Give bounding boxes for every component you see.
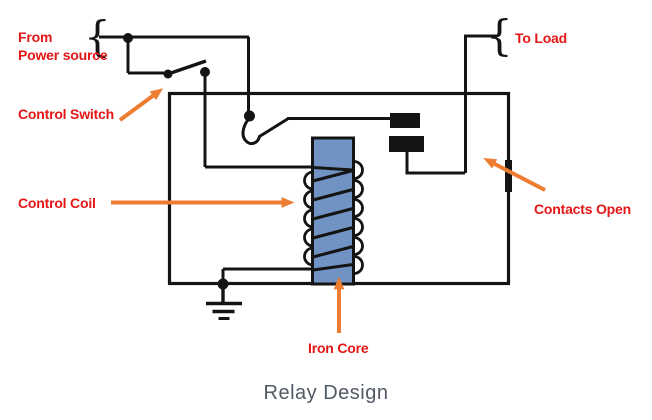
power-source-label-line2: Power source bbox=[18, 47, 108, 63]
control-coil-symbol bbox=[303, 136, 364, 286]
fixed-contacts bbox=[389, 113, 465, 175]
power-source-label: From Power source bbox=[18, 28, 108, 64]
power-source-label-line1: From bbox=[18, 29, 53, 45]
diagram-caption: Relay Design bbox=[263, 382, 389, 404]
armature bbox=[241, 37, 390, 145]
control-switch-symbol bbox=[163, 59, 314, 169]
wire-break-symbol-right: { bbox=[486, 11, 513, 60]
contacts-open-arrow bbox=[483, 158, 546, 192]
ground-symbol bbox=[206, 267, 314, 320]
control-coil-label: Control Coil bbox=[18, 195, 96, 211]
control-switch-arrow bbox=[118, 88, 164, 122]
open-contact-bar bbox=[505, 160, 512, 192]
load-wire: { bbox=[464, 11, 513, 173]
contacts-open-label: Contacts Open bbox=[534, 201, 631, 217]
control-switch-label: Control Switch bbox=[18, 106, 114, 122]
power-source-wire: { bbox=[84, 12, 249, 75]
iron-core-label: Iron Core bbox=[308, 340, 369, 356]
to-load-label: To Load bbox=[515, 30, 567, 46]
